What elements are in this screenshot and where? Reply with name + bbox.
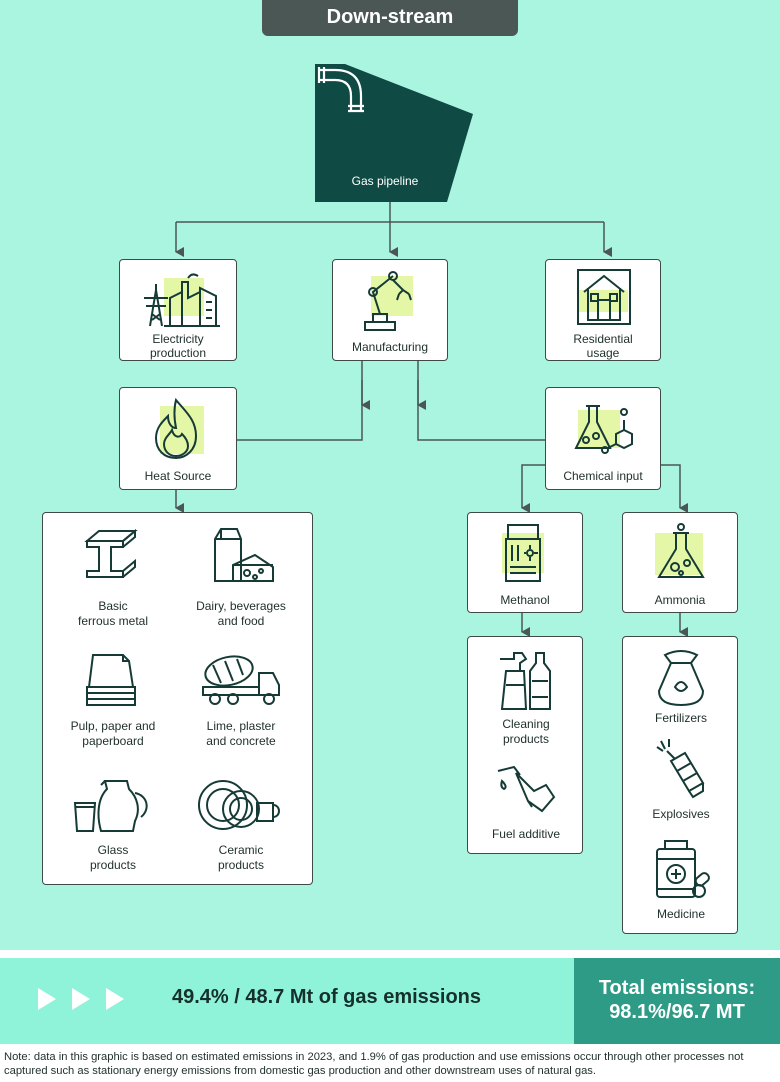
ammonia-label: Ammonia — [654, 593, 706, 607]
gas-emissions-text: 49.4% / 48.7 Mt of gas emissions — [172, 986, 482, 1008]
methanol-products-panel: Cleaning products Fuel additive — [467, 636, 583, 854]
connector-lines — [175, 200, 688, 637]
heat-source-label: Heat Source — [144, 469, 212, 483]
product-fertilizers: Fertilizers — [654, 711, 707, 725]
flask-icon — [655, 523, 705, 578]
gas-emissions-share: 49.4% / 48.7 Mt of gas emissions — [0, 958, 574, 1044]
pipe-icon — [317, 67, 364, 113]
total-emissions-value: 98.1%/96.7 MT — [609, 1001, 745, 1023]
product-cleaning: Cleaning products — [502, 717, 550, 746]
steel-beam-icon — [84, 528, 138, 578]
residential-usage-label: Residential usage — [546, 332, 660, 360]
emissions-stats-bar: 49.4% / 48.7 Mt of gas emissions Total e… — [0, 958, 780, 1044]
electricity-production-text: Electricity production — [149, 332, 207, 360]
manufacturing-label: Manufacturing — [351, 340, 429, 354]
power-plant-icon — [144, 273, 220, 327]
chemical-input-label: Chemical input — [563, 469, 643, 483]
product-ceramic: Ceramic products — [217, 843, 265, 872]
dairy-food-icon — [214, 528, 274, 582]
product-explosives: Explosives — [652, 807, 710, 821]
house-icon — [577, 269, 631, 325]
fertilizer-sack-icon — [657, 650, 705, 707]
residential-usage-node: Residential usage — [545, 259, 661, 361]
robot-arm-icon — [364, 271, 413, 331]
heat-products-panel: Basic ferrous metal Dairy, beverages and… — [42, 512, 313, 885]
medicine-bottle-icon — [656, 840, 710, 898]
product-lime-plaster-concrete: Lime, plaster and concrete — [206, 719, 276, 748]
product-dairy-beverages-food: Dairy, beverages and food — [196, 599, 286, 628]
flame-icon — [154, 397, 204, 460]
total-emissions-heading: Total emissions: — [598, 977, 756, 999]
diagram-canvas: Down-stream Gas pipeline — [0, 0, 780, 950]
cement-truck-icon — [202, 655, 280, 705]
methanol-node: Methanol — [467, 512, 583, 613]
cleaning-spray-icon — [500, 652, 551, 710]
total-emissions-panel: Total emissions: 98.1%/96.7 MT — [574, 958, 780, 1044]
fuel-nozzle-icon — [497, 765, 556, 813]
ammonia-products-panel: Fertilizers Explosives Medicine — [622, 636, 738, 934]
electricity-production-node: Electricity production — [119, 259, 237, 361]
manufacturing-node: Manufacturing — [332, 259, 448, 361]
footnote: Note: data in this graphic is based on e… — [4, 1051, 744, 1077]
product-glass: Glass products — [89, 843, 137, 872]
chemistry-icon — [574, 405, 633, 454]
ceramic-plates-icon — [198, 780, 280, 830]
dynamite-icon — [656, 739, 705, 799]
page-title: Down-stream — [262, 0, 518, 36]
residential-usage-text: Residential usage — [573, 332, 633, 360]
heat-source-node: Heat Source — [119, 387, 237, 490]
product-medicine: Medicine — [656, 907, 706, 921]
electricity-production-label: Electricity production — [120, 332, 236, 360]
paper-stack-icon — [86, 654, 136, 706]
gas-pipeline-label: Gas pipeline — [351, 174, 419, 188]
glass-jug-icon — [73, 780, 148, 832]
product-fuel-additive: Fuel additive — [491, 827, 561, 841]
product-basic-ferrous-metal: Basic ferrous metal — [77, 599, 149, 628]
chemical-input-node: Chemical input — [545, 387, 661, 490]
gas-pipeline-node: Gas pipeline — [315, 64, 473, 202]
triple-arrow-icon — [38, 988, 124, 1010]
methanol-tank-icon — [502, 524, 544, 582]
methanol-label: Methanol — [500, 593, 550, 607]
ammonia-node: Ammonia — [622, 512, 738, 613]
product-pulp-paper: Pulp, paper and paperboard — [70, 719, 156, 748]
